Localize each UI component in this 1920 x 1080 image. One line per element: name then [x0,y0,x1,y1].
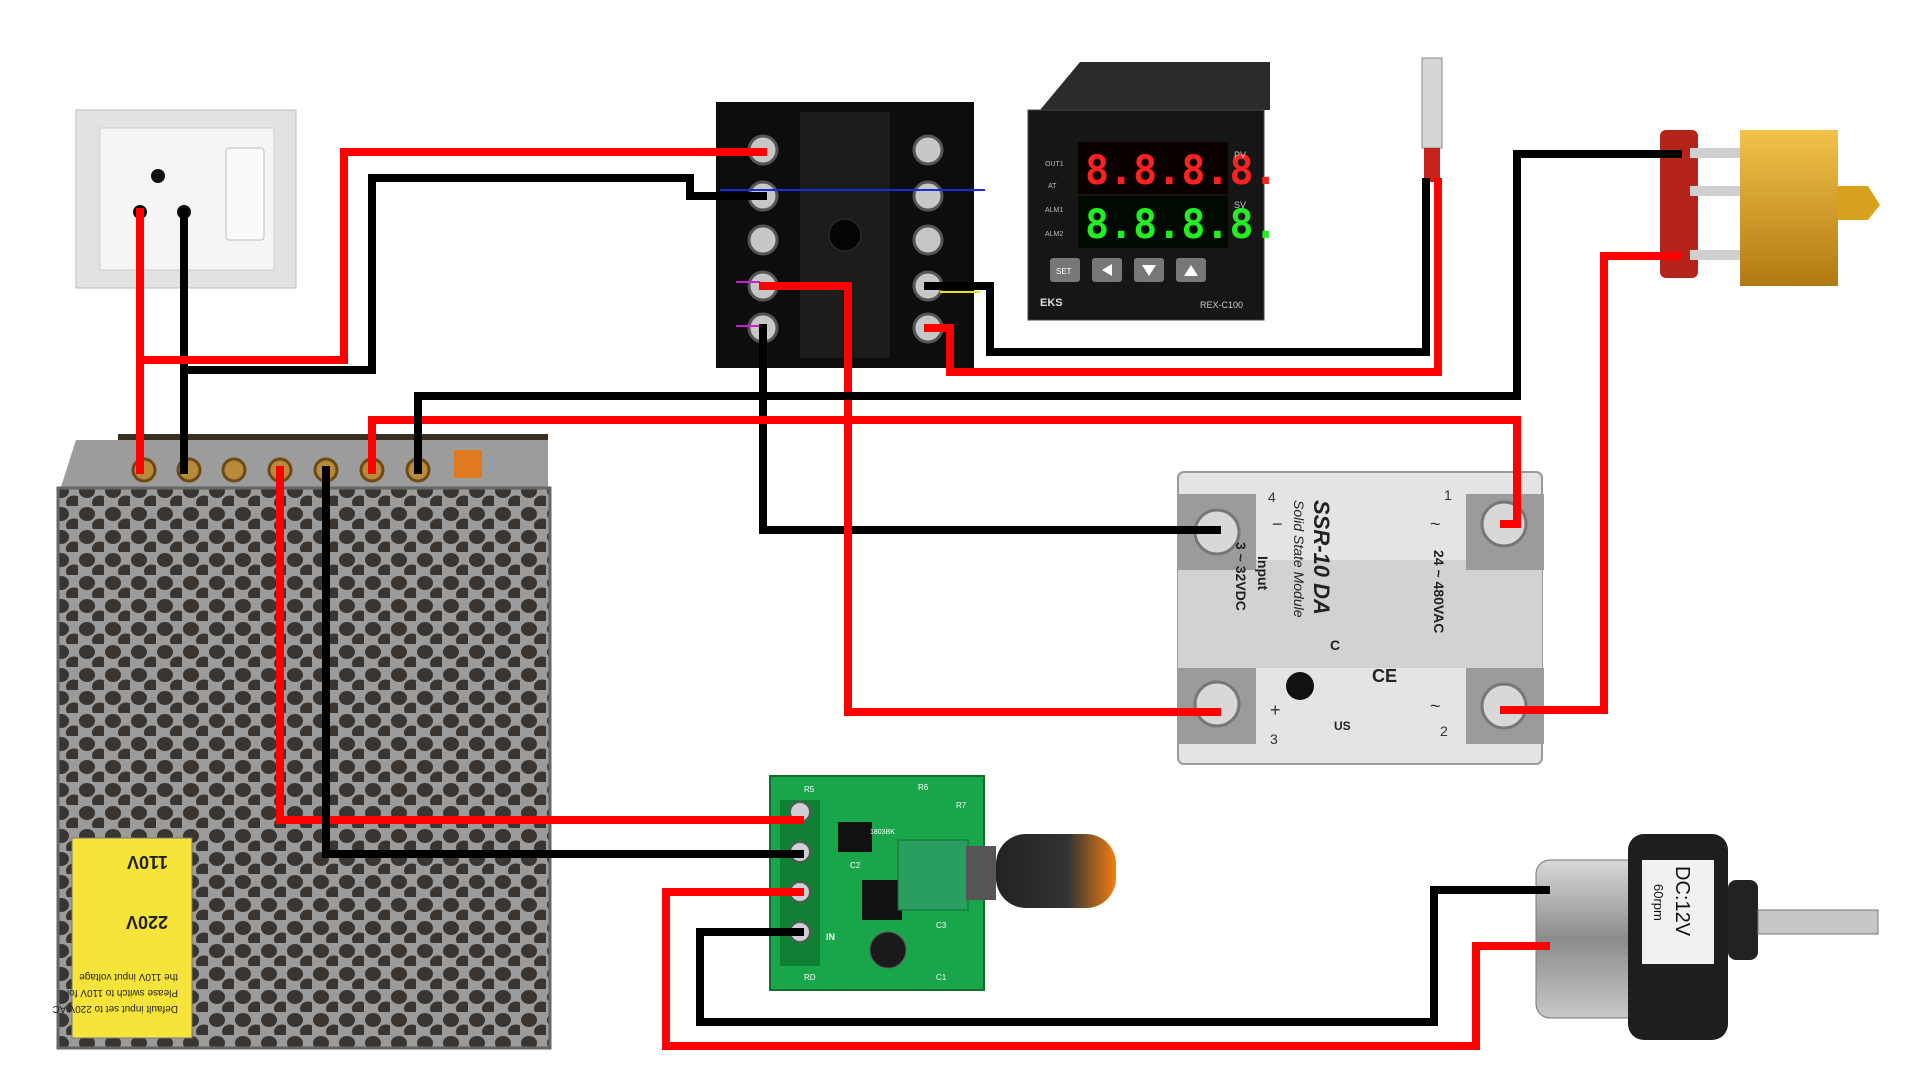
heater-block [1660,130,1698,278]
dc-gear-motor: DC:12V 60rpm [1535,834,1879,1040]
wire-pwm-to-motor-negative [696,886,1550,1026]
down-button[interactable] [1134,258,1164,282]
wires [136,148,1682,1050]
wire-live-to-controller [136,148,767,364]
ssr-ce-mark: CE [1372,666,1397,686]
pwm-c1-label: C1 [936,973,947,982]
ssr-subtitle: Solid State Module [1291,500,1307,618]
psu-warning-110v: 110V [127,852,168,872]
pwm-r6-label: R6 [918,783,929,792]
ssr-tilde-2: ~ [1430,696,1441,716]
wire-ssr-to-heater [1500,252,1682,714]
shift-left-button[interactable] [1092,258,1122,282]
pwm-c2-label: C2 [850,861,861,870]
led-out1-label: OUT1 [1045,161,1064,168]
pwm-chip-label: 1803BK [870,829,895,836]
ssr-tilde-1: ~ [1430,514,1441,534]
wire-psu-live-to-ssr [368,416,1521,528]
hotend-assembly [1660,130,1880,286]
psu-warning-line-3: the 110V input voltage [79,971,178,982]
pwm-speed-controller: R5 R6 R7 C2 C3 C1 RD IN 1803BK [769,775,1116,991]
psu-warning-line-2: Please switch to 110V for [65,987,178,998]
ssr-model: SSR-10 DA [1309,500,1334,615]
up-button[interactable] [1176,258,1206,282]
pv-display: 8.8.8.8. [1085,148,1278,194]
ssr-term-4-label: 4 [1268,489,1276,505]
ssr-output-range: 24 ~ 480VAC [1431,550,1447,633]
power-supply: Default input set to 220V AC Please swit… [52,434,552,1050]
set-button-label: SET [1056,267,1072,276]
pwm-in-label: IN [826,932,835,942]
ssr-terminal-3[interactable] [1193,680,1241,728]
set-button[interactable]: SET [1050,258,1080,282]
solid-state-relay: 4 1 3 2 − + ~ ~ SSR-10 DA Solid State Mo… [1177,471,1544,765]
motor-shaft [1757,909,1879,935]
sv-tag: SV [1234,200,1246,210]
wire-psu-vminus-to-pwm [322,466,804,858]
wire-psu-vplus-to-pwm [276,466,804,824]
pwm-rd-label: RD [804,973,816,982]
wire-pwm-to-motor-positive [662,888,1550,1050]
psu-warning-line-1: Default input set to 220V AC [52,1003,178,1014]
ssr-input-label: Input [1255,556,1271,591]
wall-switch[interactable] [225,147,265,241]
speed-knob[interactable] [966,834,1116,908]
led-at-label: AT [1048,183,1057,190]
wire-thermocouple-negative [924,178,1430,356]
wire-thermocouple-positive [924,178,1442,376]
led-alm2-label: ALM2 [1045,231,1063,238]
ssr-plus-label: + [1270,700,1281,720]
nozzle [1838,186,1880,220]
socket-earth-pin [151,169,165,183]
ssr-term-1-label: 1 [1444,487,1452,503]
controller-brand: EKS [1040,297,1063,309]
sv-display: 8.8.8.8. [1085,202,1278,248]
pv-tag: PV [1234,150,1246,160]
ssr-c-mark: C [1330,637,1340,653]
pid-controller: 8.8.8.8. PV 8.8.8.8. SV OUT1 AT ALM1 ALM… [1027,62,1278,321]
pwm-c3-label: C3 [936,921,947,930]
motor-rpm-label: 60rpm [1651,884,1666,921]
ssr-us-mark: US [1334,719,1351,733]
ssr-term-3-label: 3 [1270,731,1278,747]
psu-warning-220v: 220V [126,912,168,932]
wire-controller-to-ssr-plus [759,282,1221,716]
thermocouple-probe [1421,57,1443,182]
ssr-term-2-label: 2 [1440,723,1448,739]
pwm-r5-label: R5 [804,785,815,794]
led-alm1-label: ALM1 [1045,207,1063,214]
ssr-minus-label: − [1272,514,1283,534]
wire-neutral-to-controller [180,174,767,374]
hotend-block [1740,130,1838,286]
pwm-r7-label: R7 [956,801,967,810]
psu-warning-label: Default input set to 220V AC Please swit… [52,837,193,1039]
ssr-input-range: 3 ~ 32VDC [1233,542,1249,611]
controller-rear-terminal-block [716,102,985,368]
motor-voltage-label: DC:12V [1671,866,1693,937]
wire-psu-neutral-to-heater [414,150,1682,474]
psu-voltage-trim[interactable] [454,450,482,478]
controller-model: REX-C100 [1200,300,1243,310]
